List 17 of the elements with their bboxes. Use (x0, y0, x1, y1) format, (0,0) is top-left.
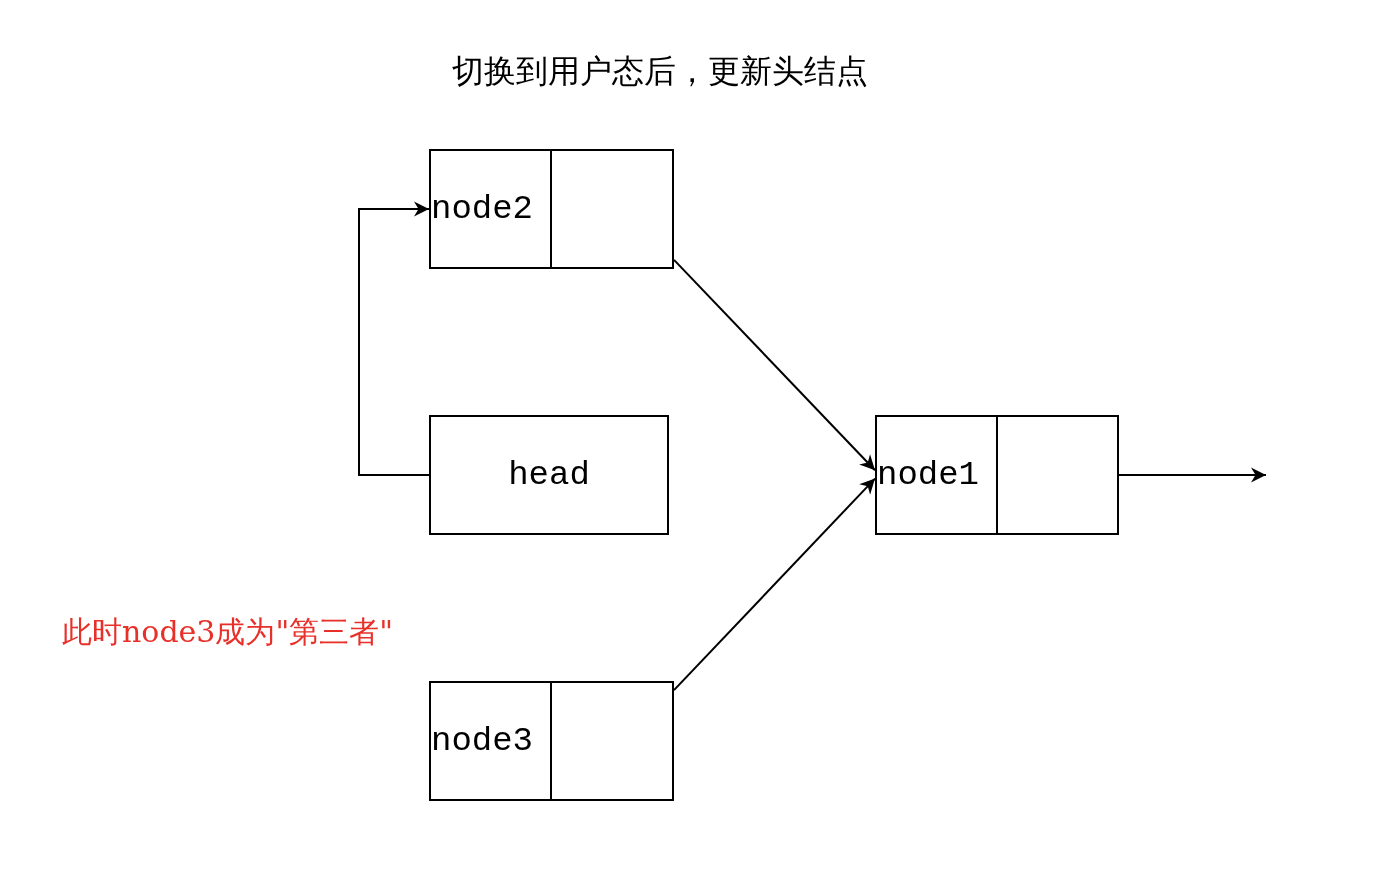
node-label: node3 (431, 722, 534, 760)
node-cell (875, 415, 998, 535)
arrow (1118, 467, 1267, 483)
node-cell (429, 681, 552, 801)
node-label: node2 (431, 190, 534, 228)
node-label: head (508, 456, 590, 494)
node-cell (429, 149, 552, 269)
node-label: node1 (877, 456, 980, 494)
arrow (673, 477, 876, 692)
arrow (673, 258, 876, 472)
pointer-cell (550, 681, 674, 801)
pointer-cell (996, 415, 1119, 535)
pointer-cell (550, 149, 674, 269)
diagram-title: 切换到用户态后，更新头结点 (451, 51, 869, 92)
annotation-note: 此时node3成为"第三者" (62, 613, 394, 651)
node-cell (429, 415, 669, 535)
arrow (358, 201, 430, 476)
